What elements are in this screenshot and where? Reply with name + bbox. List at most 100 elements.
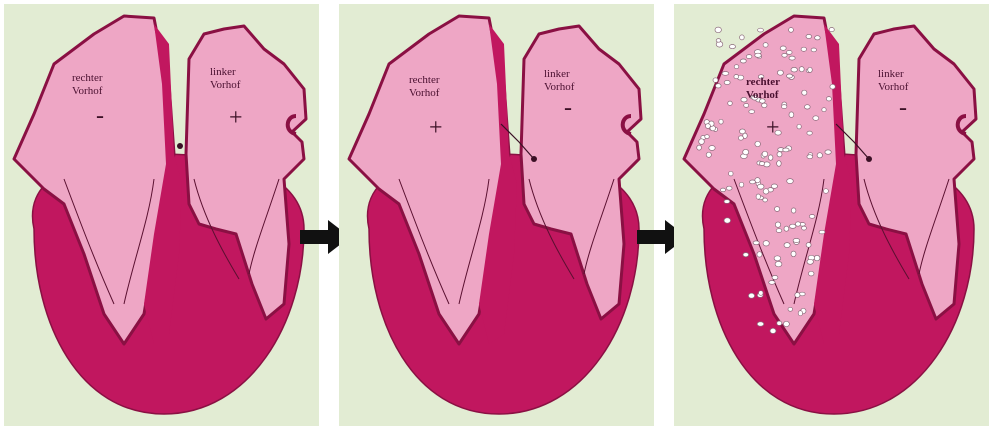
left-atrium-label: linker Vorhof [544, 68, 574, 94]
contrast-bubble [796, 222, 801, 226]
right-atrium-sign: - [96, 104, 104, 128]
contrast-bubble [749, 110, 755, 114]
contrast-bubble [826, 97, 831, 101]
contrast-bubble [768, 155, 773, 160]
contrast-bubble [755, 141, 761, 146]
contrast-bubble [783, 321, 789, 326]
contrast-bubble [750, 180, 756, 184]
contrast-bubble [762, 103, 767, 108]
contrast-bubble [777, 161, 782, 167]
contrast-bubble [782, 53, 787, 57]
contrast-bubble [814, 255, 820, 260]
left-atrium-sign: - [564, 96, 572, 120]
heart-panel-3: rechter Vorhof linker Vorhof + - [674, 4, 989, 426]
contrast-bubble [738, 136, 743, 140]
contrast-bubble [757, 322, 764, 326]
contrast-bubble [777, 70, 783, 75]
contrast-bubble [791, 208, 796, 213]
contrast-bubble [795, 293, 800, 298]
contrast-bubble [743, 149, 749, 154]
contrast-bubble [807, 259, 813, 264]
contrast-bubble [697, 145, 702, 150]
contrast-bubble [787, 74, 793, 78]
contrast-bubble [775, 261, 782, 266]
contrast-bubble [740, 35, 745, 40]
contrast-bubble [719, 119, 723, 124]
contrast-bubble [797, 124, 801, 129]
contrast-bubble [774, 256, 781, 261]
contrast-bubble [705, 124, 710, 129]
right-atrium-label: rechter Vorhof [409, 74, 440, 100]
contrast-bubble [716, 39, 721, 43]
contrast-bubble [748, 293, 754, 298]
left-atrium-sign: - [899, 96, 907, 120]
left-atrium-label: linker Vorhof [210, 66, 240, 92]
contrast-bubble [726, 186, 732, 190]
contrast-bubble [829, 28, 834, 32]
contrast-bubble [819, 230, 825, 234]
contrast-bubble [808, 67, 813, 72]
contrast-bubble [763, 189, 769, 194]
right-atrium-label: rechter Vorhof [72, 72, 103, 98]
contrast-bubble [756, 194, 760, 199]
contrast-bubble [777, 321, 782, 325]
contrast-bubble [822, 108, 826, 112]
contrast-bubble [705, 135, 710, 139]
contrast-bubble [758, 28, 764, 32]
contrast-bubble [787, 179, 794, 184]
contrast-bubble [744, 103, 749, 107]
contrast-bubble [804, 105, 810, 109]
contrast-bubble [777, 152, 782, 157]
contrast-bubble [755, 53, 762, 57]
contrast-bubble [771, 184, 777, 188]
contrast-bubble [807, 131, 812, 135]
contrast-bubble [740, 129, 746, 134]
contrast-bubble [762, 151, 768, 156]
contrast-bubble [802, 90, 807, 95]
contrast-bubble [811, 48, 816, 52]
contrast-bubble [789, 112, 794, 118]
contrast-bubble [808, 271, 814, 276]
contrast-bubble [713, 78, 718, 83]
contrast-bubble [789, 224, 796, 228]
contrast-bubble [724, 80, 730, 84]
contrast-bubble [739, 182, 744, 187]
contrast-bubble [791, 67, 797, 72]
heart-panel-1: rechter Vorhof linker Vorhof - + [4, 4, 319, 426]
heart-illustration-3 [674, 4, 989, 426]
contrast-bubble [724, 200, 730, 204]
contrast-bubble [763, 241, 769, 246]
right-atrium-sign: + [429, 116, 443, 140]
contrast-bubble [784, 226, 789, 231]
contrast-bubble [789, 56, 795, 60]
heart-illustration-2 [339, 4, 654, 426]
left-atrium-label: linker Vorhof [878, 68, 908, 94]
right-atrium-sign: + [766, 116, 780, 140]
contrast-bubble [793, 238, 800, 242]
contrast-bubble [799, 67, 804, 72]
right-atrium-label: rechter Vorhof [746, 76, 780, 102]
contrast-bubble [809, 215, 815, 219]
contrast-bubble [763, 43, 768, 48]
contrast-bubble [722, 72, 729, 76]
contrast-bubble [757, 184, 764, 189]
contrast-bubble [823, 189, 828, 194]
contrast-bubble [791, 251, 796, 257]
contrast-bubble [720, 188, 725, 192]
contrast-bubble [757, 252, 762, 257]
contrast-bubble [815, 36, 821, 40]
contrast-bubble [770, 328, 776, 333]
contrast-bubble [729, 171, 734, 176]
contrast-bubble [787, 50, 793, 54]
contrast-bubble [813, 116, 819, 121]
contrast-bubble [806, 243, 811, 248]
contrast-bubble [715, 27, 721, 33]
contrast-bubble [825, 150, 831, 154]
contrast-bubble [802, 226, 807, 230]
heart-illustration-1 [4, 4, 319, 426]
contrast-bubble [734, 75, 739, 79]
contrast-bubble [798, 311, 802, 316]
contrast-bubble [784, 243, 790, 248]
contrast-bubble [788, 307, 793, 311]
